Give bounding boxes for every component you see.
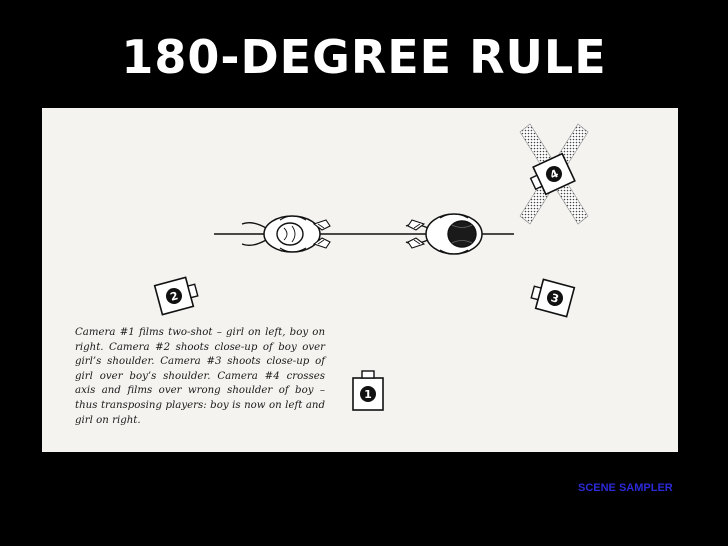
camera-1-icon: 1	[352, 370, 384, 411]
camera-1-number: 1	[364, 388, 372, 401]
camera-2-number: 2	[169, 289, 180, 304]
footer-label: SCENE SAMPLER	[578, 482, 673, 494]
diagram-caption: Camera #1 films two-shot – girl on left,…	[75, 327, 325, 426]
camera-4-icon: 4	[519, 123, 589, 225]
camera-2-icon: 2	[153, 276, 199, 316]
boy-figure	[241, 215, 331, 253]
camera-3-icon: 3	[530, 278, 576, 318]
slide-title: 180-DEGREE RULE	[121, 30, 607, 84]
camera-3-number: 3	[549, 291, 560, 306]
camera-diagram: 2 3 1 4	[153, 123, 589, 411]
diagram-panel: 2 3 1 4	[42, 108, 678, 452]
girl-figure	[405, 213, 483, 255]
